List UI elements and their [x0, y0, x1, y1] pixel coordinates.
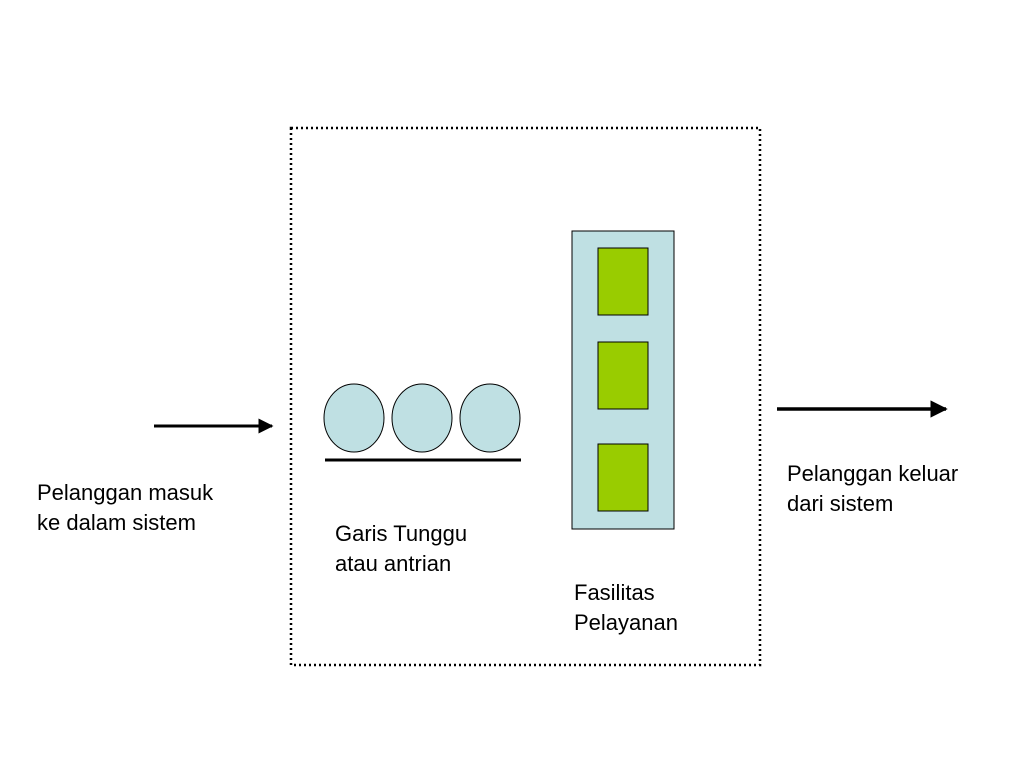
queue-label-line-2: atau antrian [335, 551, 452, 576]
system-boundary [289, 126, 762, 667]
queue-label-line-1: Garis Tunggu [335, 521, 468, 546]
departure-label-line-2: dari sistem [787, 491, 894, 516]
service-label-line-1: Fasilitas [574, 580, 655, 605]
server [597, 247, 649, 316]
server [597, 341, 649, 410]
queue-customers [323, 383, 521, 453]
queue-label: Garis Tunggu atau antrian [335, 519, 467, 579]
service-label-line-2: Pelayanan [574, 610, 678, 635]
servers [597, 247, 649, 512]
queue-customer [459, 383, 521, 453]
departure-label: Pelanggan keluar dari sistem [787, 459, 958, 519]
arrival-label-line-2: ke dalam sistem [37, 510, 196, 535]
server [597, 443, 649, 512]
arrival-label-line-1: Pelanggan masuk [37, 480, 214, 505]
queue-customer [323, 383, 385, 453]
service-label: Fasilitas Pelayanan [574, 578, 678, 638]
arrival-label: Pelanggan masuk ke dalam sistem [37, 478, 213, 538]
queue-customer [391, 383, 453, 453]
departure-label-line-1: Pelanggan keluar [787, 461, 959, 486]
